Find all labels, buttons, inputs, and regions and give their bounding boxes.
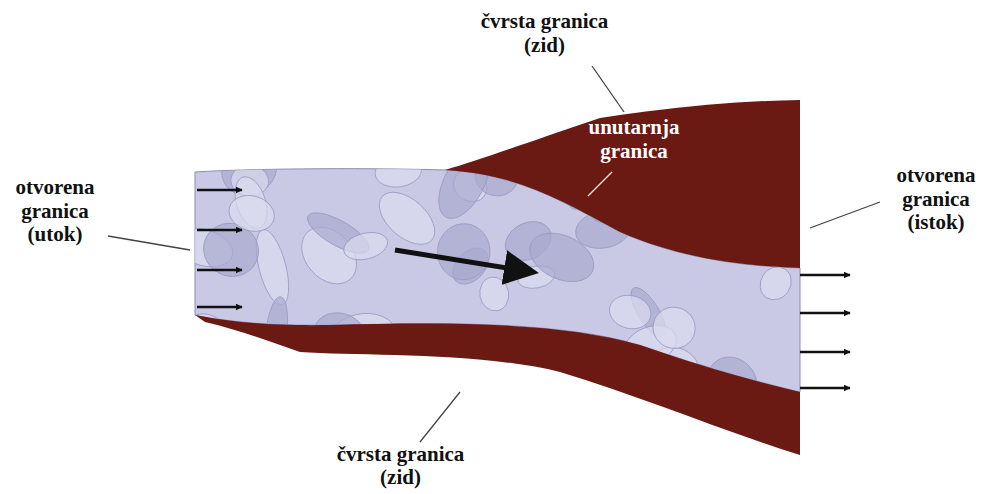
texture-blob <box>522 224 601 292</box>
boundary-label: unutarnja granica <box>578 116 690 163</box>
texture-blob <box>220 356 275 401</box>
boundary-label: otvorena granica (istok) <box>883 164 989 235</box>
boundary-label: čvrsta granica (zid) <box>318 443 483 490</box>
texture-blob <box>215 333 279 401</box>
boundary-label: čvrsta granica (zid) <box>462 10 627 57</box>
texture-blob <box>172 305 238 373</box>
texture-blob <box>250 226 295 308</box>
texture-blob <box>477 275 511 314</box>
top-wall <box>445 100 800 268</box>
texture-blob <box>435 222 492 283</box>
texture-blob <box>373 153 424 190</box>
bottom-wall <box>195 315 800 455</box>
texture-blob <box>646 300 701 355</box>
texture-blob <box>428 138 500 226</box>
texture-blob <box>341 228 391 264</box>
texture-blob <box>457 350 493 424</box>
boundary-label: otvorena granica (utok) <box>4 176 106 247</box>
texture-blob <box>237 345 308 399</box>
inlet-arrows <box>197 190 242 307</box>
leader-lines <box>108 66 880 442</box>
flow-direction-arrow <box>395 250 532 272</box>
outlet-arrows <box>800 275 850 388</box>
